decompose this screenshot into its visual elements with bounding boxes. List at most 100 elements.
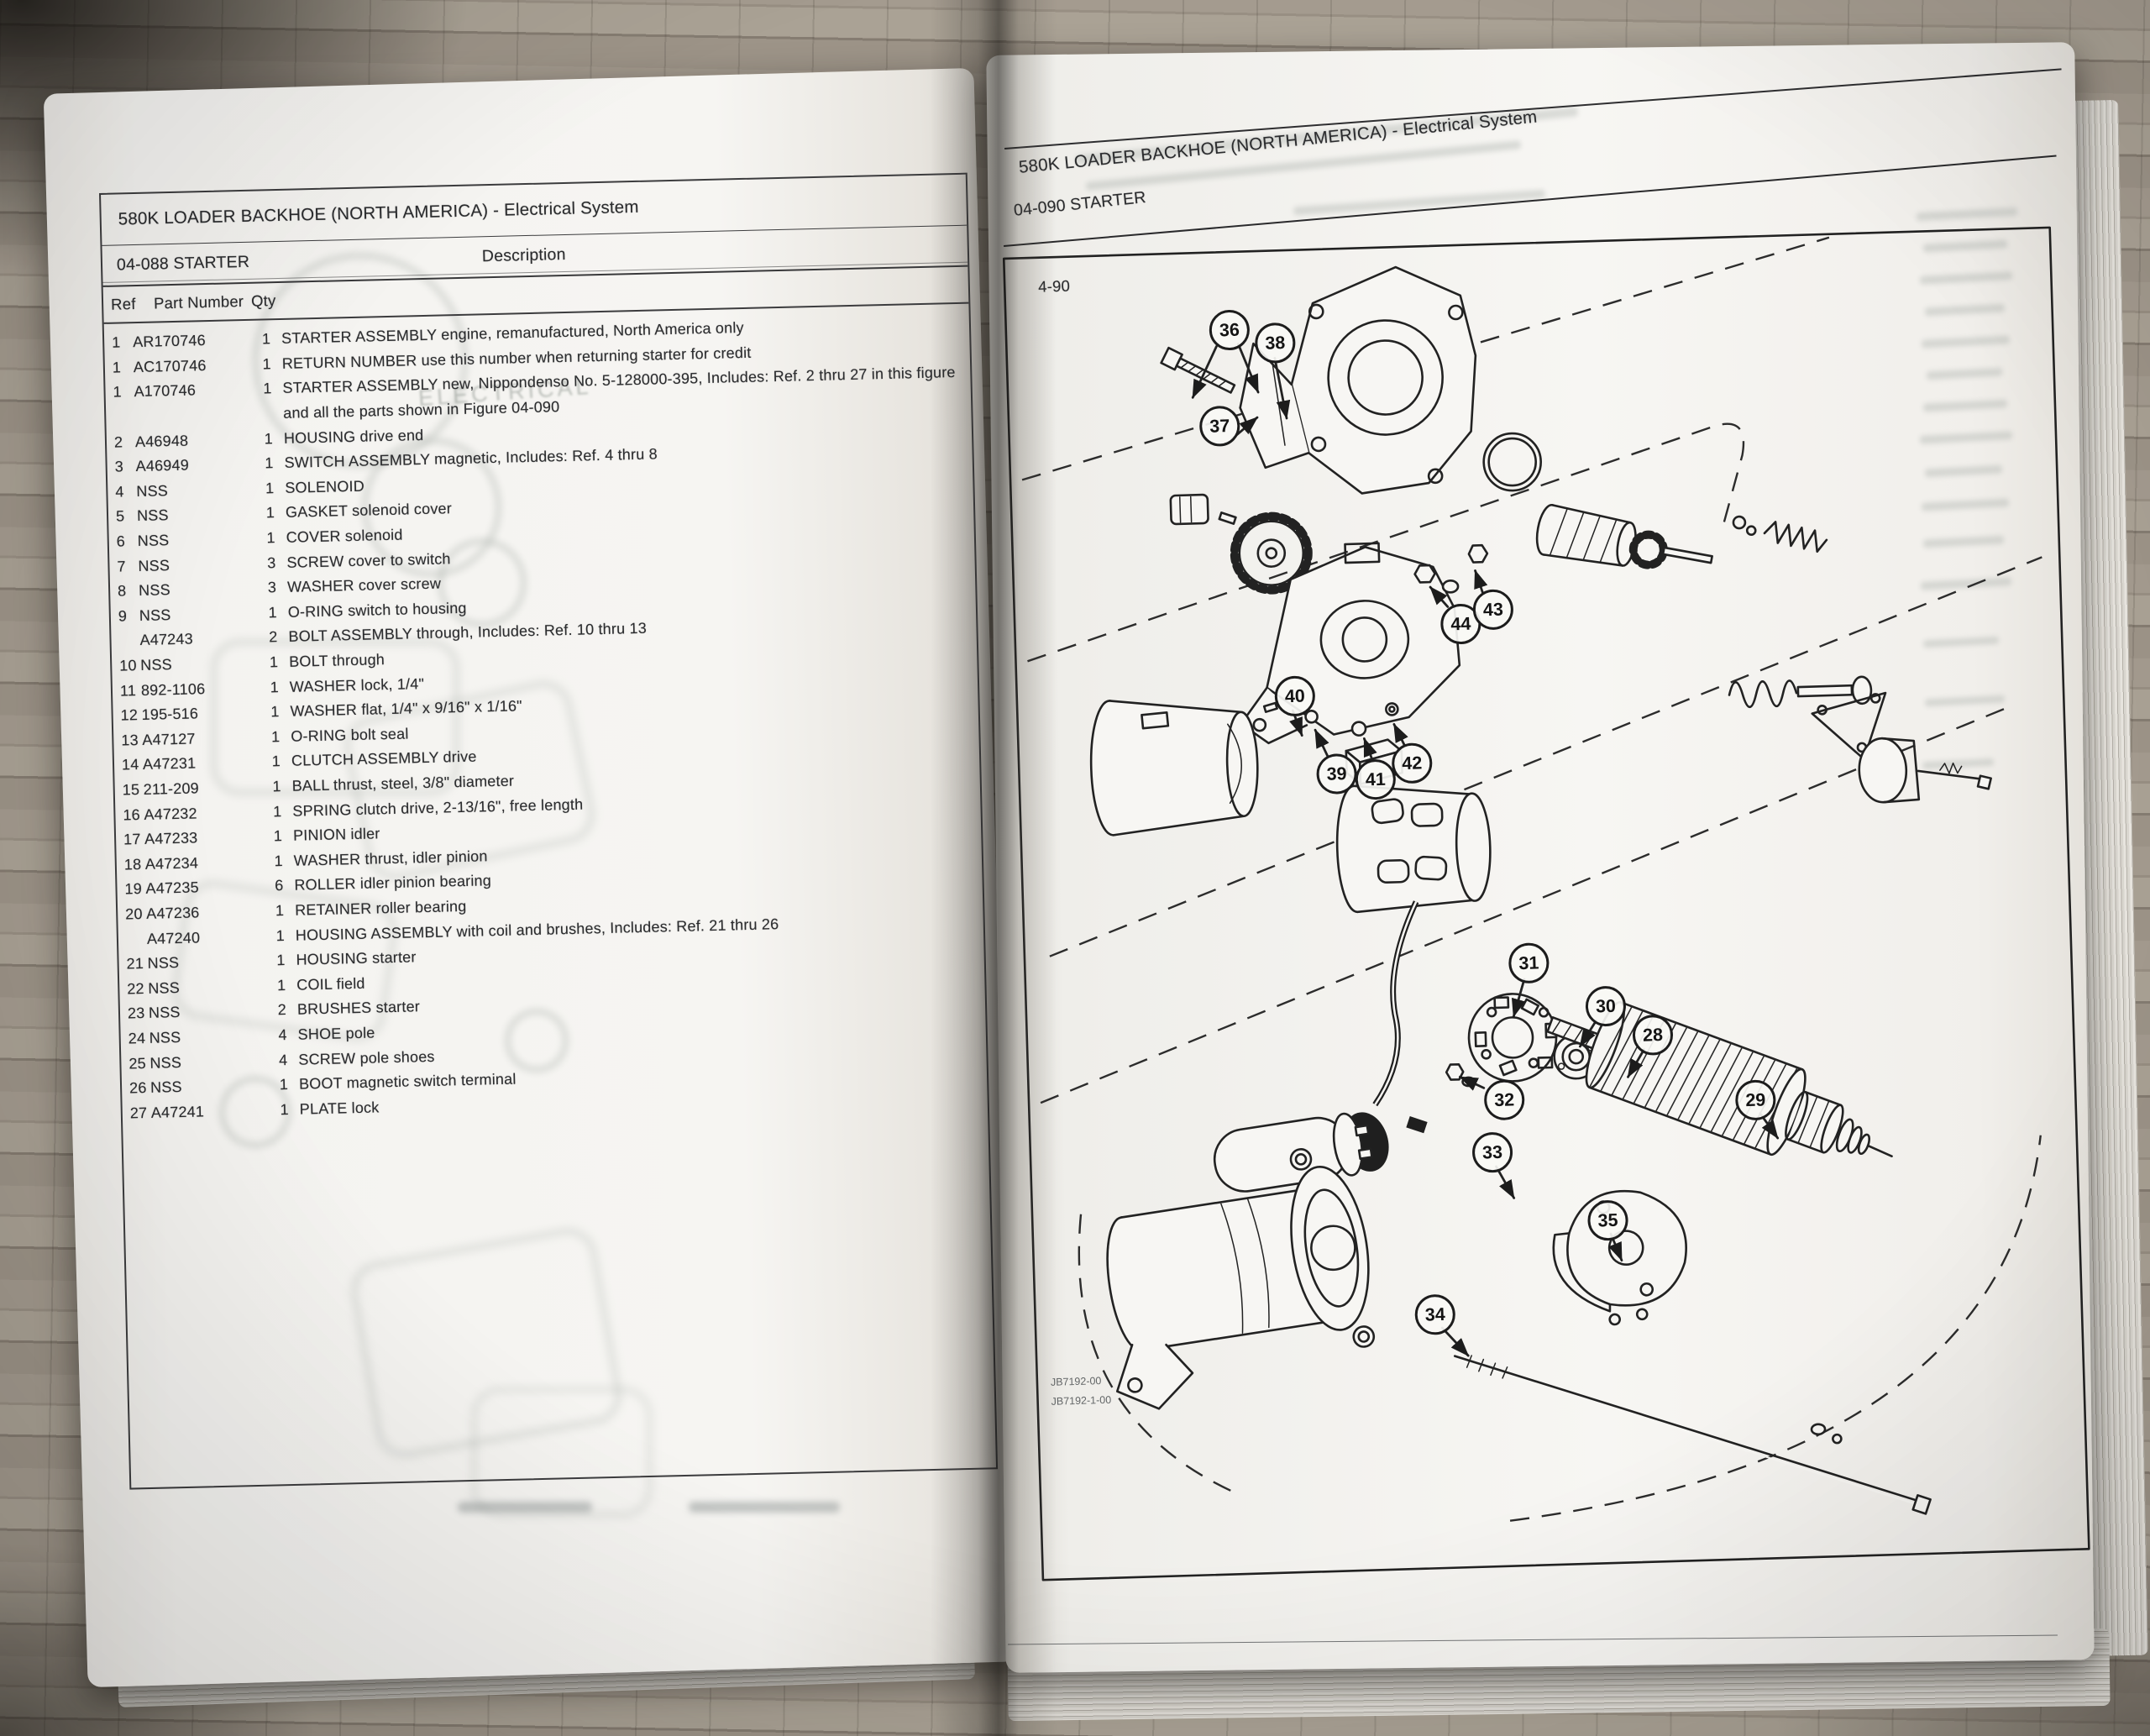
figure-code: JB7192-00 <box>1050 1375 1102 1388</box>
ref-cell: 8 <box>117 582 127 600</box>
callout-number: 34 <box>1424 1303 1446 1325</box>
ref-cell: 17 <box>123 831 141 848</box>
part-number-cell: A170746 <box>134 381 197 401</box>
ref-cell: 9 <box>118 607 128 625</box>
ref-cell: 5 <box>115 507 125 526</box>
qty-cell: 2 <box>269 628 278 646</box>
callout-number: 33 <box>1481 1141 1503 1162</box>
callout-number: 43 <box>1482 598 1504 620</box>
part-number-cell: NSS <box>149 1028 181 1046</box>
ref-cell: 1 <box>113 383 123 401</box>
ref-cell <box>126 939 147 940</box>
ref-cell: 27 <box>129 1104 148 1122</box>
callout-number: 35 <box>1597 1209 1618 1230</box>
part-number-cell: NSS <box>138 581 171 600</box>
qty-cell: 2 <box>277 1001 287 1019</box>
part-number-cell: A47127 <box>142 730 196 748</box>
part-number-cell: A47234 <box>144 854 199 873</box>
callout-number: 31 <box>1518 952 1539 973</box>
ref-cell: 24 <box>128 1029 146 1047</box>
qty-cell: 1 <box>280 1100 289 1118</box>
qty-cell: 1 <box>261 330 271 348</box>
callout-number: 28 <box>1642 1024 1664 1046</box>
qty-column-header: Qty <box>250 291 276 310</box>
ref-cell: 26 <box>128 1079 147 1097</box>
part-number-cell: A47232 <box>144 805 197 823</box>
qty-cell: 1 <box>263 380 272 397</box>
part-number-cell: A46948 <box>134 432 189 450</box>
ref-cell: 1 <box>112 359 122 376</box>
qty-cell: 1 <box>274 852 284 870</box>
ref-cell: 7 <box>117 558 126 575</box>
ref-cell: 25 <box>128 1054 147 1072</box>
qty-cell: 1 <box>275 902 285 920</box>
callout-number: 42 <box>1401 752 1423 774</box>
part-number-cell: AR170746 <box>132 332 207 351</box>
callout-number: 29 <box>1745 1088 1766 1110</box>
section-title: 04-088 STARTER <box>116 252 250 275</box>
ref-cell: 19 <box>124 880 143 898</box>
ref-cell: 16 <box>123 805 141 824</box>
left-header-title: 580K LOADER BACKHOE (NORTH AMERICA) - El… <box>118 197 639 229</box>
callout-number: 39 <box>1326 763 1347 784</box>
callout-number: 40 <box>1284 685 1306 706</box>
callout-number: 44 <box>1450 613 1471 634</box>
part-number-column-header: Part Number <box>153 291 244 312</box>
part-number-cell: A47235 <box>145 878 200 898</box>
part-number-cell: NSS <box>148 1004 181 1022</box>
ref-cell: 18 <box>123 855 142 873</box>
qty-cell: 1 <box>272 802 282 820</box>
ref-cell: 3 <box>114 458 124 475</box>
part-number-cell: NSS <box>140 656 173 674</box>
part-number-cell: 195-516 <box>141 705 199 724</box>
qty-cell: 1 <box>268 603 278 621</box>
ref-cell: 14 <box>121 756 139 774</box>
part-number-cell: NSS <box>147 954 180 973</box>
part-number-cell: 892-1106 <box>140 679 206 699</box>
page-marker: 4-90 <box>1037 276 1071 296</box>
ref-cell: 15 <box>122 781 140 799</box>
qty-cell: 1 <box>269 653 279 671</box>
part-number-cell <box>134 414 254 417</box>
callout-number: 32 <box>1493 1088 1515 1110</box>
qty-cell: 1 <box>270 727 281 746</box>
part-number-cell: NSS <box>136 506 169 525</box>
part-number-cell: A47231 <box>142 754 197 774</box>
part-number-cell: NSS <box>137 532 170 550</box>
qty-cell: 1 <box>264 429 274 448</box>
ref-cell <box>113 417 134 418</box>
callout-number: 38 <box>1265 332 1286 354</box>
qty-cell: 1 <box>272 778 281 795</box>
qty-cell: 1 <box>276 976 286 994</box>
qty-cell: 1 <box>265 480 275 497</box>
qty-cell: 1 <box>265 454 274 472</box>
qty-cell: 3 <box>267 579 277 596</box>
parts-table-rows: 1 AR170746 1 STARTER ASSEMBLY engine, re… <box>104 304 988 1126</box>
ref-cell: 13 <box>121 731 139 749</box>
parts-table: 580K LOADER BACKHOE (NORTH AMERICA) - El… <box>99 172 999 1490</box>
qty-cell: 1 <box>276 952 286 969</box>
ref-cell: 11 <box>119 681 137 700</box>
ref-cell <box>119 641 140 642</box>
callout-number: 36 <box>1219 319 1240 340</box>
ref-cell: 2 <box>113 433 123 451</box>
footer-smudge <box>689 1502 840 1513</box>
figure-codes: JB7192-00 JB7192-1-00 <box>1051 1371 1112 1412</box>
qty-cell: 1 <box>275 926 286 944</box>
part-number-cell: NSS <box>148 978 181 997</box>
qty-cell: 1 <box>262 355 272 373</box>
footer-smudge <box>458 1502 592 1513</box>
ref-cell: 12 <box>120 706 139 724</box>
qty-cell: 4 <box>278 1051 288 1068</box>
qty-cell: 4 <box>278 1025 287 1044</box>
ref-cell: 21 <box>126 955 144 973</box>
qty-cell: 6 <box>275 877 284 894</box>
ref-cell: 4 <box>115 483 124 501</box>
qty-cell: 1 <box>266 529 275 547</box>
ref-cell: 20 <box>124 905 143 923</box>
figure-code: JB7192-1-00 <box>1051 1393 1112 1408</box>
part-number-cell: A47243 <box>139 630 194 649</box>
part-number-cell: AC170746 <box>133 356 207 375</box>
part-number-cell: A47241 <box>150 1103 205 1121</box>
callout-number: 30 <box>1595 995 1617 1016</box>
